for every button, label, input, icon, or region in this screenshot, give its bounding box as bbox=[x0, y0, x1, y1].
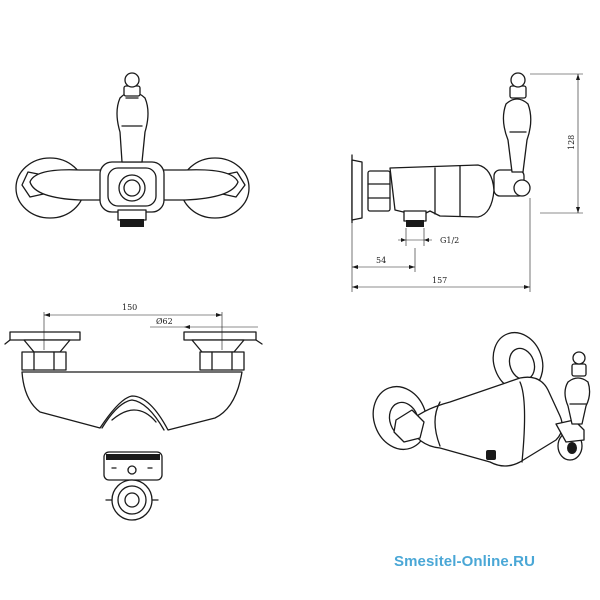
faucet-top-view-icon: 150 Ø62 bbox=[4, 303, 263, 521]
faucet-side-view-icon: 128 G1/2 54 157 bbox=[351, 72, 583, 292]
faucet-isometric-view-icon bbox=[372, 331, 591, 467]
dim-offset-label: 54 bbox=[376, 256, 386, 265]
watermark-text: Smesitel-Online.RU bbox=[394, 553, 535, 570]
dim-depth-label: 157 bbox=[432, 276, 447, 285]
dim-thread-label: G1/2 bbox=[440, 236, 459, 245]
dim-height-label: 128 bbox=[567, 135, 576, 150]
faucet-front-view-icon bbox=[15, 72, 250, 227]
dim-spacing-label: 150 bbox=[122, 303, 137, 312]
dim-diameter-label: Ø62 bbox=[156, 317, 173, 326]
